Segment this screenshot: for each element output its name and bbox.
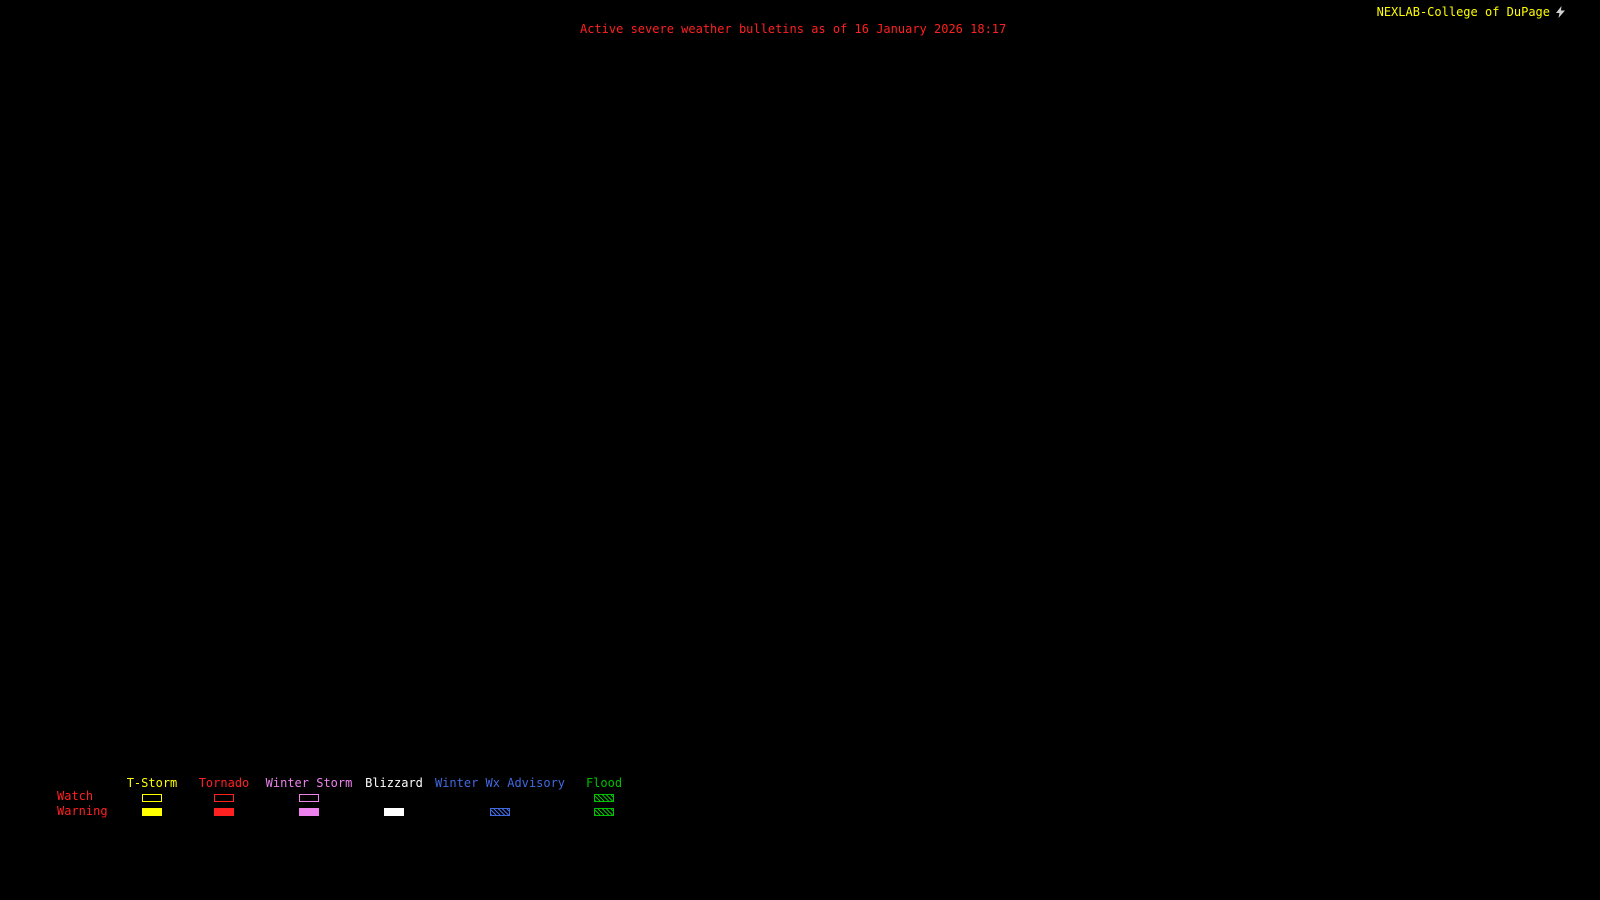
legend-column-tornado: Tornado: [184, 776, 264, 819]
legend-column-winter-wx-advisory: Winter Wx Advisory: [430, 776, 570, 819]
legend-header-winter-wx-advisory: Winter Wx Advisory: [434, 776, 566, 790]
winter-wx-advisory-warning-swatch: [490, 808, 510, 816]
blizzard-warning-swatch: [384, 808, 404, 816]
legend: Watch Warning T-Storm Tornado Winter Sto…: [57, 776, 667, 822]
warning-row-label: Warning: [57, 804, 108, 818]
brand-text: NEXLAB-College of DuPage: [1376, 5, 1550, 19]
flood-warning-swatch: [594, 808, 614, 816]
brand: NEXLAB-College of DuPage: [1377, 5, 1566, 19]
watch-row-label: Watch: [57, 789, 94, 803]
nexlab-logo-icon: [1555, 6, 1566, 18]
tornado-warning-swatch: [214, 808, 234, 816]
legend-header-blizzard: Blizzard: [365, 776, 423, 790]
winter-storm-warning-swatch: [299, 808, 319, 816]
legend-header-tornado: Tornado: [198, 776, 250, 790]
legend-column-tstorm: T-Storm: [112, 776, 192, 819]
page-title: Active severe weather bulletins as of 16…: [580, 22, 1007, 36]
tornado-watch-swatch: [214, 794, 234, 802]
flood-watch-swatch: [594, 794, 614, 802]
legend-header-winter-storm: Winter Storm: [265, 776, 353, 790]
legend-header-flood: Flood: [585, 776, 623, 790]
tstorm-watch-swatch: [142, 794, 162, 802]
legend-column-flood: Flood: [569, 776, 639, 819]
winter-storm-watch-swatch: [299, 794, 319, 802]
tstorm-warning-swatch: [142, 808, 162, 816]
legend-column-winter-storm: Winter Storm: [259, 776, 359, 819]
legend-header-tstorm: T-Storm: [126, 776, 178, 790]
legend-column-blizzard: Blizzard: [354, 776, 434, 819]
